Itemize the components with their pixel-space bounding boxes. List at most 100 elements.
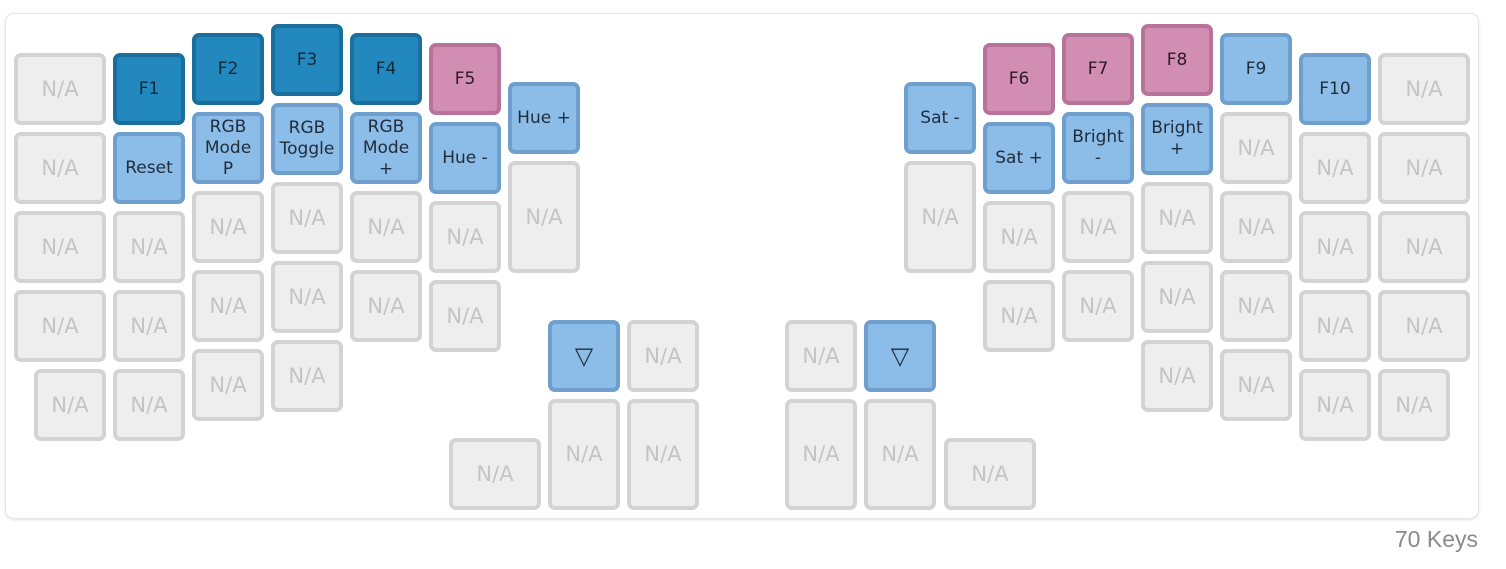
key-right-col0-3[interactable]: N/A: [1378, 290, 1470, 362]
key-right-thumb-3[interactable]: N/A: [864, 399, 936, 510]
key-label: N/A: [130, 392, 168, 417]
key-left-col4-2[interactable]: N/A: [350, 191, 422, 263]
key-right-col4-1[interactable]: Bright -: [1062, 112, 1134, 184]
key-right-col5-2[interactable]: N/A: [983, 201, 1055, 273]
key-left-col0-1[interactable]: N/A: [14, 132, 106, 204]
key-left-col0-4[interactable]: N/A: [34, 369, 106, 441]
key-left-col6-1[interactable]: N/A: [508, 161, 580, 273]
key-label: N/A: [1079, 293, 1117, 318]
key-right-col4-2[interactable]: N/A: [1062, 191, 1134, 263]
key-left-col1-2[interactable]: N/A: [113, 211, 185, 283]
key-left-col3-2[interactable]: N/A: [271, 182, 343, 254]
key-right-thumb-2[interactable]: N/A: [785, 399, 857, 510]
key-left-col5-1[interactable]: Hue -: [429, 122, 501, 194]
key-label: F2: [217, 58, 239, 79]
key-left-col5-0[interactable]: F5: [429, 43, 501, 115]
key-left-col0-0[interactable]: N/A: [14, 53, 106, 125]
key-right-col1-2[interactable]: N/A: [1299, 211, 1371, 283]
key-right-col1-3[interactable]: N/A: [1299, 290, 1371, 362]
key-right-col6-0[interactable]: Sat -: [904, 82, 976, 154]
key-left-col6-0[interactable]: Hue +: [508, 82, 580, 154]
key-right-col4-3[interactable]: N/A: [1062, 270, 1134, 342]
key-label: N/A: [288, 284, 326, 309]
key-left-col1-4[interactable]: N/A: [113, 369, 185, 441]
key-left-col0-3[interactable]: N/A: [14, 290, 106, 362]
key-right-col2-2[interactable]: N/A: [1220, 191, 1292, 263]
key-right-col5-1[interactable]: Sat +: [983, 122, 1055, 194]
key-right-thumb-0[interactable]: N/A: [785, 320, 857, 392]
key-label: Sat -: [920, 107, 960, 128]
key-left-col3-0[interactable]: F3: [271, 24, 343, 96]
key-label: N/A: [1158, 205, 1196, 230]
key-right-col0-0[interactable]: N/A: [1378, 53, 1470, 125]
key-left-thumb-0[interactable]: ▽: [548, 320, 620, 392]
key-right-col4-0[interactable]: F7: [1062, 33, 1134, 105]
key-left-col2-2[interactable]: N/A: [192, 191, 264, 263]
key-label: N/A: [1316, 313, 1354, 338]
key-left-col0-2[interactable]: N/A: [14, 211, 106, 283]
key-left-thumb-2[interactable]: N/A: [449, 438, 541, 510]
key-right-col1-1[interactable]: N/A: [1299, 132, 1371, 204]
key-right-col3-4[interactable]: N/A: [1141, 340, 1213, 412]
key-right-col0-4[interactable]: N/A: [1378, 369, 1450, 441]
key-left-col5-3[interactable]: N/A: [429, 280, 501, 352]
key-left-col3-1[interactable]: RGB Toggle: [271, 103, 343, 175]
key-label: N/A: [921, 204, 959, 229]
key-left-col4-3[interactable]: N/A: [350, 270, 422, 342]
key-label: RGB Mode +: [362, 116, 410, 179]
key-label: F8: [1166, 49, 1188, 70]
key-right-col2-1[interactable]: N/A: [1220, 112, 1292, 184]
key-label: N/A: [1237, 214, 1275, 239]
key-right-col3-2[interactable]: N/A: [1141, 182, 1213, 254]
key-left-col5-2[interactable]: N/A: [429, 201, 501, 273]
key-right-col2-3[interactable]: N/A: [1220, 270, 1292, 342]
key-label: F10: [1319, 78, 1351, 99]
key-label: N/A: [367, 293, 405, 318]
key-left-col4-0[interactable]: F4: [350, 33, 422, 105]
key-label: ▽: [574, 341, 594, 370]
key-left-col1-0[interactable]: F1: [113, 53, 185, 125]
key-left-col2-4[interactable]: N/A: [192, 349, 264, 421]
key-label: F9: [1245, 58, 1267, 79]
key-label: N/A: [644, 442, 682, 466]
key-left-thumb-3[interactable]: N/A: [548, 399, 620, 510]
key-label: RGB Toggle: [279, 118, 335, 159]
key-right-col2-0[interactable]: F9: [1220, 33, 1292, 105]
key-label: F1: [138, 78, 160, 99]
key-left-col1-3[interactable]: N/A: [113, 290, 185, 362]
key-right-col1-0[interactable]: F10: [1299, 53, 1371, 125]
key-label: Hue -: [442, 147, 488, 168]
key-right-col2-4[interactable]: N/A: [1220, 349, 1292, 421]
key-right-col3-0[interactable]: F8: [1141, 24, 1213, 96]
key-label: N/A: [41, 76, 79, 101]
key-label: N/A: [644, 343, 682, 368]
key-right-col3-1[interactable]: Bright +: [1141, 103, 1213, 175]
key-left-col2-0[interactable]: F2: [192, 33, 264, 105]
key-right-thumb-1[interactable]: ▽: [864, 320, 936, 392]
key-right-col6-1[interactable]: N/A: [904, 161, 976, 273]
key-label: F5: [454, 68, 476, 89]
key-label: RGB Mode P: [204, 116, 252, 179]
key-left-col4-1[interactable]: RGB Mode +: [350, 112, 422, 184]
key-right-thumb-4[interactable]: N/A: [944, 438, 1036, 510]
key-left-col2-3[interactable]: N/A: [192, 270, 264, 342]
key-right-col0-2[interactable]: N/A: [1378, 211, 1470, 283]
key-label: N/A: [130, 234, 168, 259]
key-right-col1-4[interactable]: N/A: [1299, 369, 1371, 441]
key-label: N/A: [1316, 155, 1354, 180]
key-left-col1-1[interactable]: Reset: [113, 132, 185, 204]
key-left-col3-4[interactable]: N/A: [271, 340, 343, 412]
key-right-col5-3[interactable]: N/A: [983, 280, 1055, 352]
key-left-thumb-4[interactable]: N/A: [627, 399, 699, 510]
key-label: F7: [1087, 58, 1109, 79]
key-left-col3-3[interactable]: N/A: [271, 261, 343, 333]
key-right-col5-0[interactable]: F6: [983, 43, 1055, 115]
key-left-col2-1[interactable]: RGB Mode P: [192, 112, 264, 184]
key-right-col0-1[interactable]: N/A: [1378, 132, 1470, 204]
key-label: N/A: [1405, 155, 1443, 180]
key-label: N/A: [1000, 303, 1038, 328]
key-label: N/A: [446, 224, 484, 249]
key-label: N/A: [971, 461, 1009, 486]
key-left-thumb-1[interactable]: N/A: [627, 320, 699, 392]
key-right-col3-3[interactable]: N/A: [1141, 261, 1213, 333]
